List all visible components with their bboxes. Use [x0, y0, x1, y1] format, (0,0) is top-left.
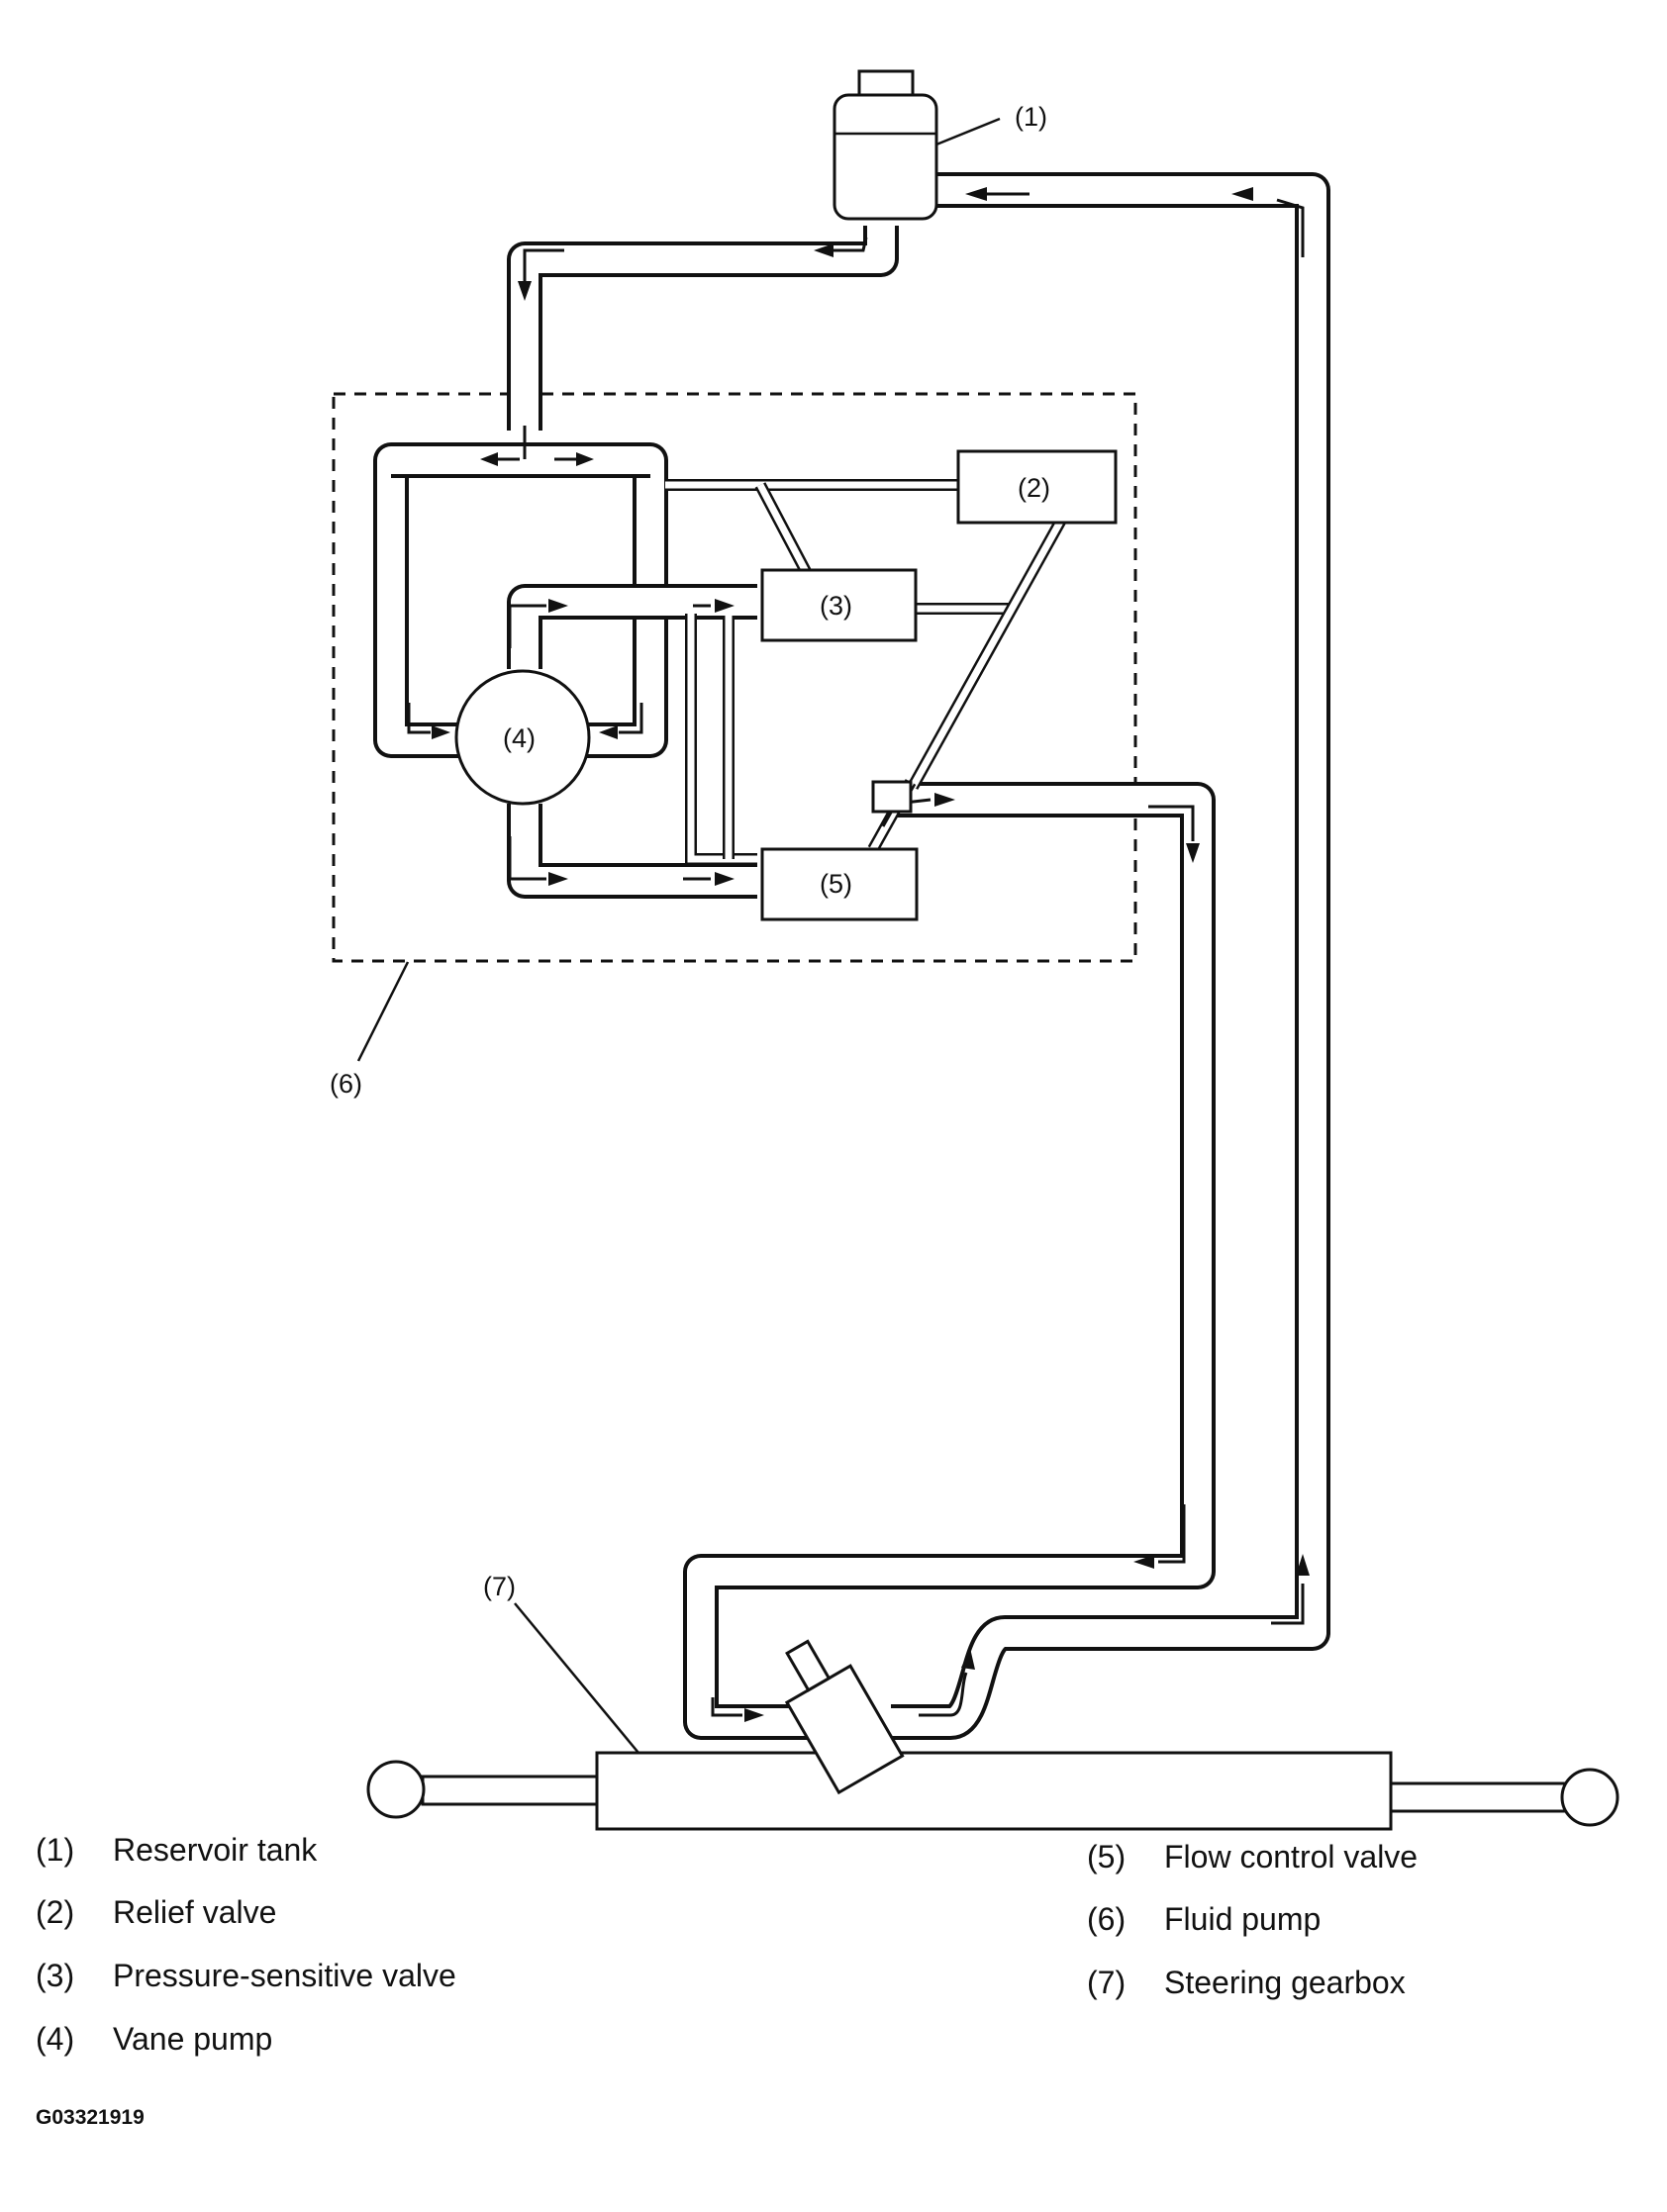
pressure-sensitive-valve [760, 568, 918, 642]
legend-item-reservoir-tank: (1) Reservoir tank [36, 1832, 317, 1869]
vane-pump [454, 669, 591, 806]
callout-7: (7) [483, 1572, 516, 1601]
legend-label: Pressure-sensitive valve [113, 1958, 456, 1993]
fluid-pump-boundary [332, 392, 1137, 963]
callout-5: (5) [820, 869, 852, 899]
leader-lines [356, 117, 1001, 1754]
legend-item-pressure-sensitive-valve: (3) Pressure-sensitive valve [36, 1958, 456, 1994]
reservoir-tank [833, 69, 938, 221]
callout-6: (6) [330, 1069, 362, 1099]
pipe-network [373, 172, 1330, 1740]
figure-code: G03321919 [36, 2106, 145, 2129]
flow-control-valve [760, 847, 919, 921]
callout-2: (2) [1018, 473, 1050, 503]
legend-item-vane-pump: (4) Vane pump [36, 2021, 272, 2058]
legend-item-fluid-pump: (6) Fluid pump [1087, 1901, 1321, 1938]
callout-3: (3) [820, 591, 852, 621]
legend-number: (5) [1087, 1839, 1127, 1875]
legend-number: (4) [36, 2021, 75, 2057]
legend-label: Steering gearbox [1164, 1965, 1406, 2000]
legend-label: Fluid pump [1164, 1901, 1322, 1937]
legend-number: (1) [36, 1832, 75, 1868]
legend-number: (7) [1087, 1965, 1127, 2000]
legend-item-steering-gearbox: (7) Steering gearbox [1087, 1965, 1406, 2001]
legend-label: Reservoir tank [113, 1832, 318, 1868]
steering-gearbox [366, 1639, 1619, 1831]
legend-item-flow-control-valve: (5) Flow control valve [1087, 1839, 1418, 1875]
legend-number: (2) [36, 1894, 75, 1930]
relief-valve [956, 449, 1118, 525]
legend-item-relief-valve: (2) Relief valve [36, 1894, 276, 1931]
legend-label: Flow control valve [1164, 1839, 1419, 1875]
legend-number: (3) [36, 1958, 75, 1993]
legend-number: (6) [1087, 1901, 1127, 1937]
callout-4: (4) [503, 723, 536, 753]
flow-control-nozzle [871, 780, 913, 814]
flow-arrows [407, 187, 1310, 1722]
legend-label: Relief valve [113, 1894, 277, 1930]
legend-label: Vane pump [113, 2021, 273, 2057]
callout-1: (1) [1015, 102, 1047, 132]
